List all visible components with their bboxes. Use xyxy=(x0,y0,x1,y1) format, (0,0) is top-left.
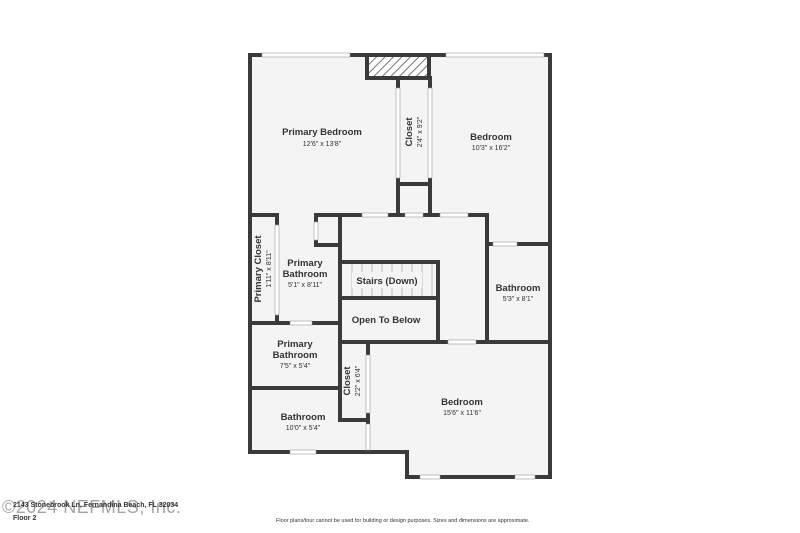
closet-mid-dims: 2'2" x 6'4" xyxy=(355,365,362,396)
bedroom-ne-dims: 10'3" x 16'2" xyxy=(472,145,511,152)
primary-bedroom-name: Primary Bedroom xyxy=(282,127,362,138)
bathroom-sw-name: Bathroom xyxy=(281,412,326,423)
bedroom-s-dims: 15'6" x 11'6" xyxy=(443,410,481,417)
chimney-hatch xyxy=(365,53,431,80)
closet-mid-name: Closet xyxy=(342,366,353,396)
closet-top-dims: 2'4" x 9'2" xyxy=(417,116,424,147)
bedroom-ne-name: Bedroom xyxy=(470,132,512,143)
closet-top-name: Closet xyxy=(404,117,415,147)
stairs-name: Stairs (Down) xyxy=(356,276,417,287)
watermark: ©2024 NEFMLS, Inc. xyxy=(2,497,182,517)
address-text: 2143 Stonebrook Ln, Fernandina Beach, FL… xyxy=(13,502,179,509)
bedroom-s-name: Bedroom xyxy=(441,397,483,408)
room-labels: Primary Bedroom 12'6" x 13'8" Bedroom 10… xyxy=(253,116,540,432)
disclaimer-text: Floor plans/tour cannot be used for buil… xyxy=(276,518,530,524)
primary-closet-name: Primary Closet xyxy=(253,235,264,303)
floor-label: Floor 2 xyxy=(13,515,37,522)
open-to-below-name: Open To Below xyxy=(352,315,421,326)
primary-bathroom-2-name-line2: Bathroom xyxy=(273,350,318,361)
primary-bathroom-2-dims: 7'5" x 5'4" xyxy=(280,363,311,370)
bathroom-e-dims: 5'3" x 8'1" xyxy=(503,296,534,303)
bathroom-sw-dims: 10'0" x 5'4" xyxy=(286,425,321,432)
primary-closet-dims: 1'11" x 8'11" xyxy=(266,250,273,288)
primary-bathroom-1-name-line2: Bathroom xyxy=(283,269,328,280)
openings xyxy=(261,52,545,480)
primary-bathroom-2-name-line1: Primary xyxy=(277,339,313,350)
primary-bedroom-dims: 12'6" x 13'8" xyxy=(303,141,342,148)
stairs-label-bg xyxy=(352,272,422,288)
primary-bathroom-1-dims: 5'1" x 8'11" xyxy=(288,282,322,289)
primary-bathroom-1-name-line1: Primary xyxy=(287,258,323,269)
bathroom-e-name: Bathroom xyxy=(496,283,541,294)
